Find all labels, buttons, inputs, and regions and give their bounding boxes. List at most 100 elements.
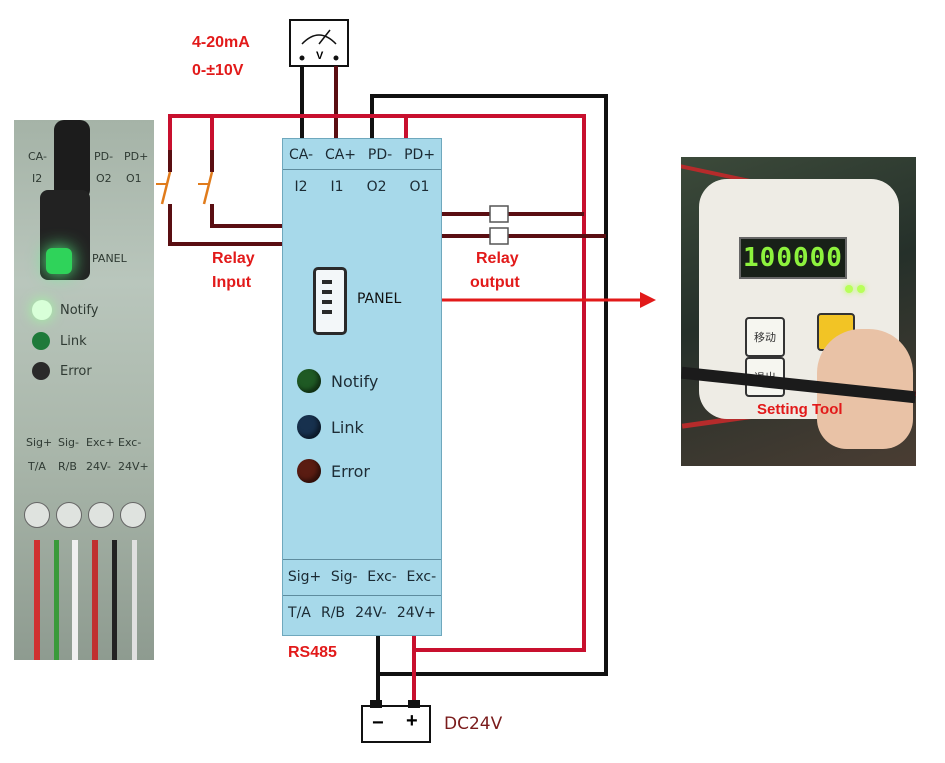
error-led-icon (297, 459, 321, 483)
meter-terminal (333, 55, 339, 61)
relay-input-label: Relay (212, 250, 255, 267)
signal-module: CA- CA+ PD- PD+ I2 I1 O2 O1 PANEL Notify… (282, 138, 442, 636)
led-error: Error (297, 459, 370, 483)
meter-terminal (299, 55, 305, 61)
bottom-terminal-row-upper: Sig+ Sig- Exc- Exc- (283, 569, 441, 585)
terminal-label: R/B (320, 605, 346, 621)
switch-1-icon (160, 171, 172, 205)
terminal-label: Sig+ (287, 569, 322, 585)
terminal-label: 24V- (355, 605, 387, 621)
photo-wire (72, 540, 78, 660)
photo-terminal-label: I2 (32, 172, 43, 185)
relay-input-label: Input (212, 274, 252, 291)
setting-tool-photo: 100000 移动 退出 Setting Tool (681, 157, 916, 466)
photo-terminal-label: R/B (58, 460, 77, 473)
device-photo-left: CA- PD- PD+ I2 O2 O1 PANEL Notify Link E… (14, 120, 154, 660)
photo-led-label: Link (60, 334, 87, 349)
terminal-label: CA+ (324, 147, 357, 163)
meter-symbol: V (316, 50, 324, 62)
photo-terminal-label: Exc- (118, 436, 142, 449)
link-led-icon (297, 415, 321, 439)
photo-terminal-label: PD+ (124, 150, 149, 163)
panel-label: PANEL (357, 291, 402, 307)
output-current-label: 4-20mA (192, 34, 250, 51)
photo-link-led (32, 332, 50, 350)
terminal-label: Exc- (367, 569, 397, 585)
screw-icon (56, 502, 82, 528)
terminal-label: 24V+ (396, 605, 436, 621)
meter-needle-icon (318, 29, 331, 45)
photo-terminal-label: CA- (28, 150, 47, 163)
divider (283, 595, 441, 596)
usb-port-icon (313, 267, 347, 335)
usb-cable (54, 120, 90, 200)
photo-wire (132, 540, 137, 660)
relay-output-2-icon (489, 227, 509, 245)
switch-2-icon (202, 171, 214, 205)
usb-glow (46, 248, 72, 274)
terminal-label: I1 (330, 179, 344, 195)
led-link: Link (297, 415, 364, 439)
led-label: Notify (331, 371, 379, 391)
arrow-right-icon (640, 292, 656, 308)
dc-voltage-label: DC24V (444, 714, 503, 734)
rs485-label: RS485 (288, 644, 337, 661)
wire-relay-common (168, 114, 406, 150)
photo-terminal-label: O2 (96, 172, 112, 185)
terminal-label: O1 (409, 179, 430, 195)
terminal-label: PD+ (404, 147, 436, 163)
terminal-label: Exc- (406, 569, 437, 585)
photo-terminal-label: PD- (94, 150, 114, 163)
top-terminal-row-lower: I2 I1 O2 O1 (283, 179, 441, 195)
photo-terminal-label: Exc+ (86, 436, 115, 449)
terminal-label: I2 (294, 179, 308, 195)
move-key: 移动 (745, 317, 785, 357)
setting-tool-caption: Setting Tool (757, 401, 843, 418)
led-label: Error (331, 461, 370, 481)
terminal-label: CA- (288, 147, 314, 163)
dc-plus-symbol: + (406, 710, 418, 732)
photo-terminal-label: 24V- (86, 460, 111, 473)
output-voltage-label: 0-±10V (192, 62, 244, 79)
usb-pin (322, 290, 332, 294)
terminal-label: PD- (367, 147, 393, 163)
led-notify: Notify (297, 369, 378, 393)
usb-pin (322, 310, 332, 314)
photo-terminal-label: Sig- (58, 436, 79, 449)
bottom-terminal-row-lower: T/A R/B 24V- 24V+ (283, 605, 441, 621)
dc-minus-symbol: − (372, 712, 384, 734)
notify-led-icon (297, 369, 321, 393)
photo-terminal-label: O1 (126, 172, 142, 185)
dc-terminal (408, 700, 420, 708)
photo-led-label: Notify (60, 303, 99, 318)
photo-wire (54, 540, 59, 660)
divider (283, 559, 441, 560)
dc-power-supply (361, 705, 431, 743)
screw-icon (120, 502, 146, 528)
screw-icon (88, 502, 114, 528)
status-led-icon (845, 285, 853, 293)
photo-led-label: Error (60, 364, 92, 379)
top-terminal-row-upper: CA- CA+ PD- PD+ (283, 147, 441, 163)
dc-terminal (370, 700, 382, 708)
relay-output-label: output (470, 274, 520, 291)
terminal-label: T/A (288, 605, 311, 621)
photo-wire (92, 540, 98, 660)
photo-panel-label: PANEL (92, 252, 127, 265)
terminal-label: Sig- (330, 569, 358, 585)
usb-pin (322, 300, 332, 304)
meter-dial-icon (301, 34, 337, 45)
photo-terminal-label: T/A (28, 460, 46, 473)
photo-wire (112, 540, 117, 660)
photo-notify-led (32, 300, 52, 320)
photo-terminal-label: 24V+ (118, 460, 149, 473)
screw-icon (24, 502, 50, 528)
photo-error-led (32, 362, 50, 380)
divider (283, 169, 441, 170)
terminal-label: O2 (366, 179, 387, 195)
usb-pin (322, 280, 332, 284)
status-led-icon (857, 285, 865, 293)
photo-wire (34, 540, 40, 660)
relay-output-1-icon (489, 205, 509, 223)
lcd-display: 100000 (739, 237, 847, 279)
